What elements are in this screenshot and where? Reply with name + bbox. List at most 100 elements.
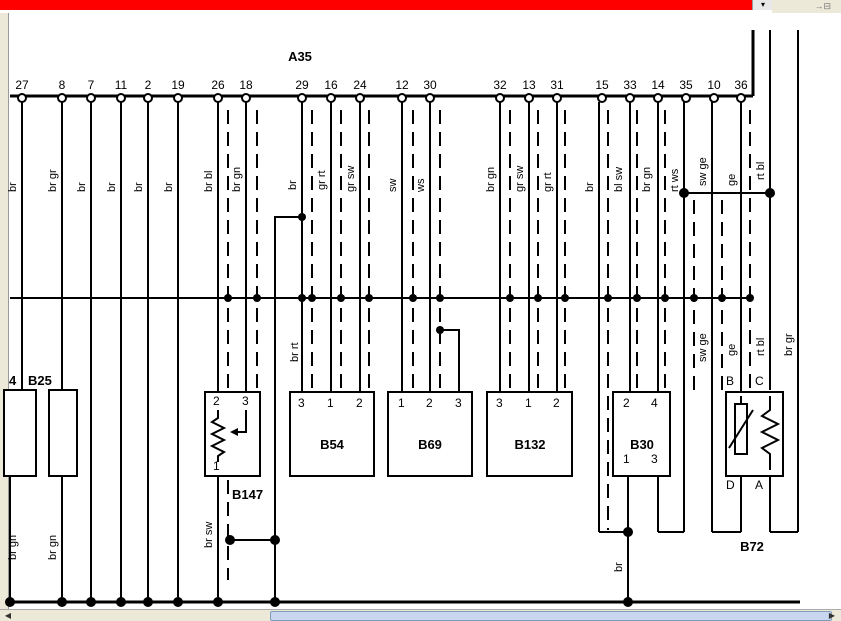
wire-label: sw ge <box>697 333 709 362</box>
wire-label: br <box>133 182 145 192</box>
wire-label: ge <box>726 174 738 186</box>
wire-label: br <box>106 182 118 192</box>
wire-label: br gr <box>47 169 59 192</box>
pin-label: 16 <box>324 78 338 92</box>
wire-labels-top: br br gr br br br br br bl br gn br gr r… <box>7 157 767 193</box>
diagram-canvas <box>0 13 841 609</box>
pin-label: 2 <box>145 78 152 92</box>
wire-label: br gn <box>231 167 243 192</box>
component-label: B132 <box>514 437 545 452</box>
wire-label: br gn <box>7 535 19 560</box>
wire-label: br gn <box>47 535 59 560</box>
wire-label: br gn <box>641 167 653 192</box>
wire-label: br gn <box>485 167 497 192</box>
wire-label: gr rt <box>316 170 328 190</box>
wire-label: gr sw <box>514 166 526 192</box>
scroll-up-button[interactable]: ▾ <box>752 0 773 10</box>
window-title-bar <box>0 0 770 10</box>
connector-pin-numbers: 27 8 7 11 2 19 26 18 29 16 24 12 30 32 1… <box>15 78 748 92</box>
component-label: B30 <box>630 437 654 452</box>
component-label: B147 <box>232 487 263 502</box>
wire-label: br gr <box>783 333 795 356</box>
pin-label: 26 <box>211 78 225 92</box>
wire-label: br <box>287 180 299 190</box>
pin-label: D <box>726 478 735 492</box>
wire-label: gr rt <box>542 172 554 192</box>
component-b69: 1 2 3 B69 <box>387 391 473 477</box>
pin-label: 24 <box>353 78 367 92</box>
wire-labels-bottom: br gn br gn br sw br <box>7 522 625 572</box>
pin-label: 18 <box>239 78 253 92</box>
pin-label: 33 <box>623 78 637 92</box>
component-b132: 3 1 2 B132 <box>486 391 573 477</box>
wire-label: br rt <box>289 342 301 362</box>
pin-label: 4 <box>651 396 658 410</box>
canvas-left-border <box>0 13 9 609</box>
pin-label: 1 <box>327 396 334 410</box>
pin-label: 1 <box>213 459 220 473</box>
pin-label: C <box>755 374 764 388</box>
component-b147: 2 3 1 B147 <box>204 391 263 502</box>
resistor-icon <box>759 396 781 470</box>
pin-label: 3 <box>242 394 249 408</box>
horizontal-scrollbar[interactable]: ◀ ▶ <box>0 609 841 621</box>
component-label: B25 <box>28 373 52 388</box>
partial-component-label: 4 <box>9 373 17 388</box>
pin-label: 3 <box>455 396 462 410</box>
wire-labels-mid: br rt sw ge ge rt bl br gr <box>289 333 795 362</box>
wire-label: rt bl <box>755 338 767 356</box>
component-b54: 3 1 2 B54 <box>289 391 375 477</box>
pin-label: 15 <box>595 78 609 92</box>
component-b72: B C D A B72 <box>725 374 784 554</box>
wire-label: br sw <box>203 522 215 548</box>
wire-label: ws <box>415 178 427 193</box>
pin-label: 2 <box>426 396 433 410</box>
wire-label: br bl <box>203 171 215 192</box>
wire-label: gr sw <box>345 166 357 192</box>
component-b30: 2 4 B30 1 3 <box>612 391 671 477</box>
wires-connectors <box>21 102 659 392</box>
pin-label: 8 <box>59 78 66 92</box>
pin-label: 3 <box>496 396 503 410</box>
wire-label: rt ws <box>669 168 681 192</box>
pin-label: 3 <box>651 452 658 466</box>
potentiometer-icon <box>209 410 227 462</box>
pin-label: 1 <box>398 396 405 410</box>
connector-a35-label: A35 <box>288 49 312 64</box>
pin-label: 14 <box>651 78 665 92</box>
wire-label: rt bl <box>755 162 767 180</box>
component-label: B54 <box>320 437 345 452</box>
scroll-right-icon[interactable]: ▶ <box>828 611 836 620</box>
pin-label: 19 <box>171 78 185 92</box>
pin-label: 7 <box>88 78 95 92</box>
pin-label: 29 <box>295 78 309 92</box>
wire-label: bl sw <box>613 167 625 192</box>
wire-label: br <box>613 562 625 572</box>
pin-label: 32 <box>493 78 507 92</box>
component-b25: 4 B25 <box>3 373 78 477</box>
pin-label: 36 <box>734 78 748 92</box>
wires-solid <box>9 30 800 604</box>
wire-label: br <box>163 182 175 192</box>
pin-label: 11 <box>115 78 128 92</box>
wire-label: sw ge <box>697 157 709 186</box>
pin-label: 2 <box>356 396 363 410</box>
wire-label: br <box>76 182 88 192</box>
pin-label: 2 <box>623 396 630 410</box>
pin-label: 2 <box>213 394 220 408</box>
pin-label: 1 <box>525 396 532 410</box>
component-label: B69 <box>418 437 442 452</box>
pin-label: B <box>726 374 734 388</box>
component-label: B72 <box>740 539 764 554</box>
scroll-left-icon[interactable]: ◀ <box>4 611 12 620</box>
scroll-thumb[interactable] <box>270 611 832 621</box>
pin-label: 13 <box>522 78 536 92</box>
toolbar-corner-button[interactable]: →⊟ <box>772 0 841 14</box>
junction-dots <box>5 188 775 607</box>
pin-label: 3 <box>298 396 305 410</box>
wire-label: br <box>7 182 19 192</box>
wires-dashed <box>227 110 751 580</box>
pin-label: 2 <box>553 396 560 410</box>
